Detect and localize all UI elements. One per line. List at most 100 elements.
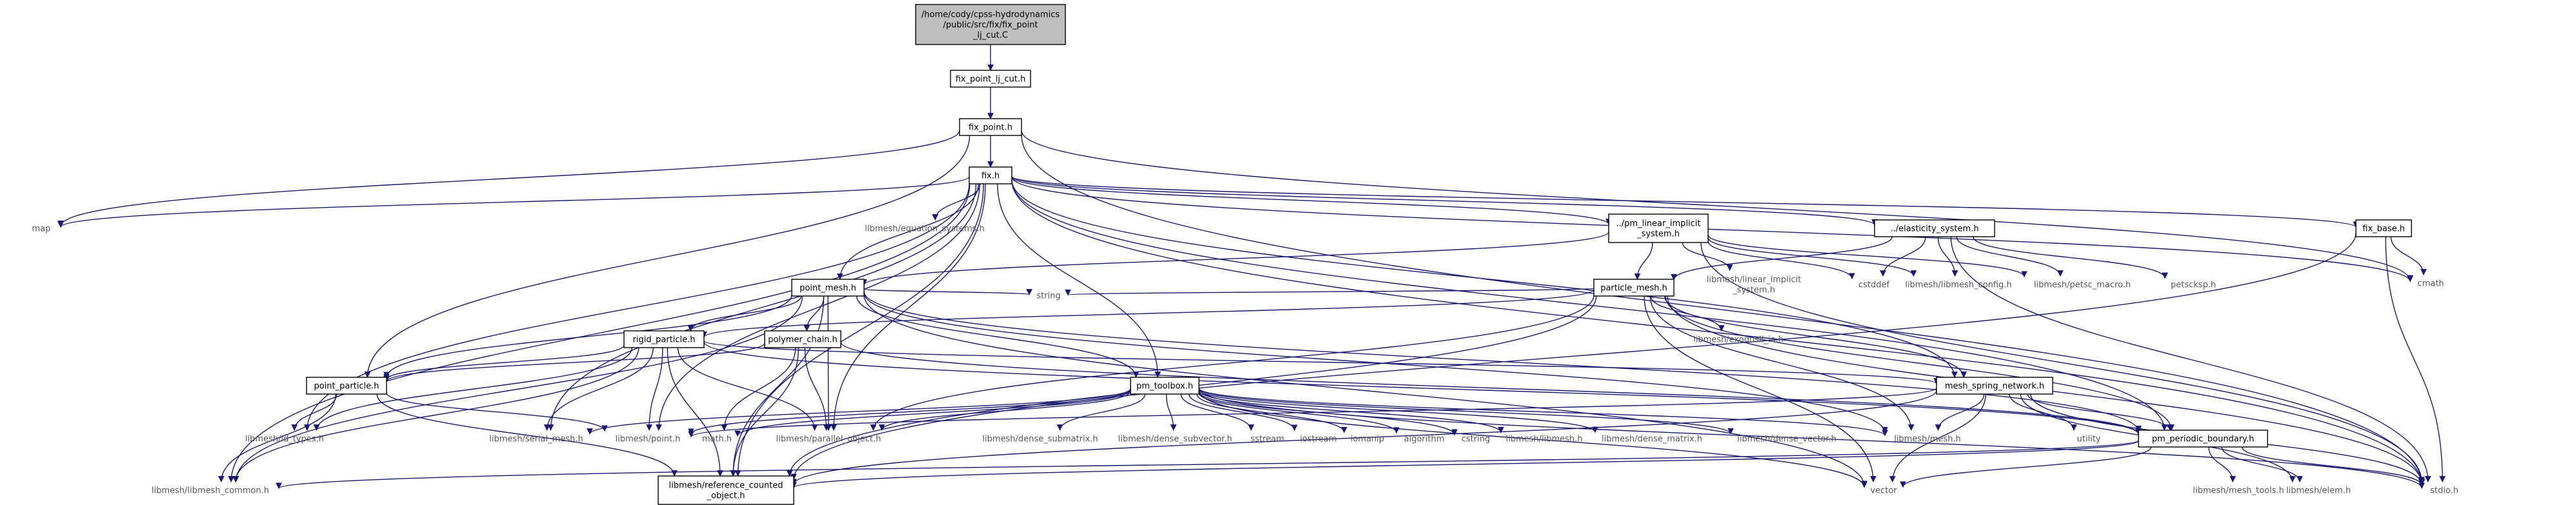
node-cmath[interactable]: cmath (2410, 275, 2451, 292)
node-frame (1936, 377, 2053, 395)
edge-fix-point-h-to-stdio (1021, 134, 2425, 486)
node-fix-point-lj-cut-h[interactable]: fix_point_lj_cut.h (950, 70, 1031, 88)
node-particle-mesh[interactable]: particle_mesh.h (1593, 279, 1675, 297)
node-pm-linear-implicit-system[interactable]: ../pm_linear_implicit_system.h (1608, 213, 1709, 243)
node-label: point_mesh.h (800, 284, 856, 293)
node-point-particle[interactable]: point_particle.h (306, 377, 387, 395)
node-mesh-tools[interactable]: libmesh/mesh_tools.h (2185, 482, 2292, 499)
node-label: cstring (1462, 435, 1490, 444)
node-dense-matrix[interactable]: libmesh/dense_matrix.h (1595, 430, 1709, 447)
node-math[interactable]: math.h (696, 430, 738, 447)
node-label: libmesh/exodusII_io.h (1693, 335, 1784, 345)
edge-fix-point-h-to-point-particle (364, 135, 971, 378)
node-dense-submatrix[interactable]: libmesh/dense_submatrix.h (977, 430, 1103, 447)
node-mesh-spring-network[interactable]: mesh_spring_network.h (1936, 377, 2053, 395)
node-mesh-h[interactable]: libmesh/mesh.h (1885, 430, 1970, 447)
edge-particle-mesh-to-pm-periodic-boundary (1665, 295, 2175, 431)
edge-polymer-chain-to-reference-counted-object (730, 347, 800, 477)
node-label: /public/src/fix/fix_point (943, 21, 1038, 30)
node-label: libmesh/reference_counted (669, 481, 783, 491)
node-pm-toolbox[interactable]: pm_toolbox.h (1130, 377, 1200, 395)
node-dense-subvector[interactable]: libmesh/dense_subvector.h (1112, 430, 1238, 447)
node-libmesh-common[interactable]: libmesh/libmesh_common.h (142, 482, 279, 499)
node-label: libmesh/dense_submatrix.h (982, 435, 1098, 444)
edge-elasticity-system-to-petsc-macro (1956, 236, 2064, 277)
node-vector[interactable]: vector (1864, 482, 1903, 499)
edge-fix-point-h-to-cmath (1021, 130, 2413, 282)
node-equation-systems[interactable]: libmesh/equation_systems.h (856, 220, 993, 237)
edge-rigid-particle-to-serial-mesh (543, 347, 654, 431)
node-label: fix_point_lj_cut.h (956, 75, 1026, 84)
edge-polymer-chain-to-point-particle (383, 342, 765, 382)
node-sstream[interactable]: sstream (1245, 430, 1290, 447)
node-libmesh-config[interactable]: libmesh/libmesh_config.h (1895, 276, 2022, 293)
node-elasticity-system[interactable]: ../elasticity_system.h (1874, 219, 1995, 237)
edge-pm-periodic-boundary-to-elem (2221, 446, 2303, 482)
node-polymer-chain[interactable]: polymer_chain.h (764, 330, 841, 348)
node-petsc-macro[interactable]: libmesh/petsc_macro.h (2024, 276, 2140, 293)
edge-fix-h-to-fix-base (1011, 175, 2359, 228)
edge-fix-h-to-stdio (1011, 180, 2425, 486)
node-fix-h[interactable]: fix.h (969, 166, 1012, 184)
edge-particle-mesh-to-rigid-particle (701, 289, 1595, 338)
edge-fix-h-to-map (57, 176, 970, 228)
edge-fix-h-to-pm-linear-implicit-system (1011, 177, 1612, 225)
edge-point-mesh-to-rigid-particle (687, 295, 802, 332)
node-linear-implicit-system[interactable]: libmesh/linear_implicit_system.h (1693, 270, 1815, 299)
node-frame (306, 377, 387, 395)
node-cstring[interactable]: cstring (1454, 430, 1497, 447)
edge-pm-periodic-boundary-to-mesh-tools (2208, 446, 2236, 482)
node-string[interactable]: string (1029, 287, 1068, 304)
edge-mesh-spring-network-to-utility (2009, 393, 2077, 431)
node-petscksp[interactable]: petscksp.h (2165, 276, 2222, 293)
node-label: libmesh/serial_mesh.h (489, 435, 583, 444)
node-label: sstream (1251, 435, 1284, 444)
edge-pm-toolbox-to-point (688, 389, 1131, 435)
node-label: string (1036, 292, 1060, 301)
node-iostream[interactable]: iostream (1294, 430, 1342, 447)
node-exodusII-io[interactable]: libmesh/exodusII_io.h (1679, 331, 1798, 348)
node-label: algorithm (1404, 435, 1445, 444)
edge-rigid-particle-to-libmesh-common (232, 347, 639, 482)
edge-pm-periodic-boundary-to-vector (1900, 446, 2152, 488)
node-parallel-object[interactable]: libmesh/parallel_object.h (766, 430, 891, 447)
node-label: libmesh/linear_implicit (1707, 275, 1801, 285)
node-cstddef[interactable]: cstddef (1852, 276, 1896, 293)
node-label: libmesh/libmesh_common.h (152, 486, 269, 496)
node-label: libmesh/dense_vector.h (1737, 435, 1836, 444)
node-libmesh-h[interactable]: libmesh/libmesh.h (1501, 430, 1587, 447)
node-stdio[interactable]: stdio.h (2422, 482, 2467, 499)
edge-pm-toolbox-to-dense-vector (1198, 388, 1734, 435)
edge-pm-periodic-boundary-to-libmesh-common (276, 440, 2139, 490)
node-reference-counted-object[interactable]: libmesh/reference_counted_object.h (658, 475, 794, 505)
edge-mesh-spring-network-to-pm-periodic-boundary (2027, 393, 2173, 431)
edge-fix-base-to-cmath (2390, 236, 2427, 275)
node-fix-base[interactable]: fix_base.h (2355, 219, 2412, 237)
node-point[interactable]: libmesh/point.h (605, 430, 691, 447)
edge-pm-toolbox-to-serial-mesh (587, 388, 1131, 435)
node-pm-periodic-boundary[interactable]: pm_periodic_boundary.h (2138, 430, 2268, 448)
node-iomanip[interactable]: iomanip (1344, 430, 1391, 447)
node-utility[interactable]: utility (2069, 430, 2109, 447)
node-label: particle_mesh.h (1600, 284, 1667, 293)
edge-particle-mesh-to-string (1065, 288, 1595, 296)
node-id-types[interactable]: libmesh/id_types.h (233, 430, 336, 447)
edge-elasticity-system-to-particle-mesh (1671, 236, 1893, 281)
node-point-mesh[interactable]: point_mesh.h (791, 279, 865, 297)
node-frame (2355, 219, 2412, 237)
node-algorithm[interactable]: algorithm (1396, 430, 1452, 447)
node-label: ../elasticity_system.h (1890, 224, 1978, 234)
node-label: cmath (2417, 279, 2444, 289)
node-serial-mesh[interactable]: libmesh/serial_mesh.h (483, 430, 590, 447)
edge-rigid-particle-to-id-types (313, 347, 633, 431)
edge-fix-h-to-equation-systems (932, 183, 981, 221)
node-rigid-particle[interactable]: rigid_particle.h (623, 330, 705, 348)
node-map[interactable]: map (22, 220, 61, 237)
node-elem[interactable]: libmesh/elem.h (2281, 482, 2356, 499)
node-fix-point-h[interactable]: fix_point.h (959, 118, 1022, 136)
edge-rigid-particle-to-point-particle (383, 344, 625, 381)
node-label: _system.h (1732, 286, 1775, 295)
node-dense-vector[interactable]: libmesh/dense_vector.h (1731, 430, 1843, 447)
edge-polymer-chain-to-pm-periodic-boundary (840, 342, 2142, 435)
node-label: polymer_chain.h (768, 335, 838, 345)
